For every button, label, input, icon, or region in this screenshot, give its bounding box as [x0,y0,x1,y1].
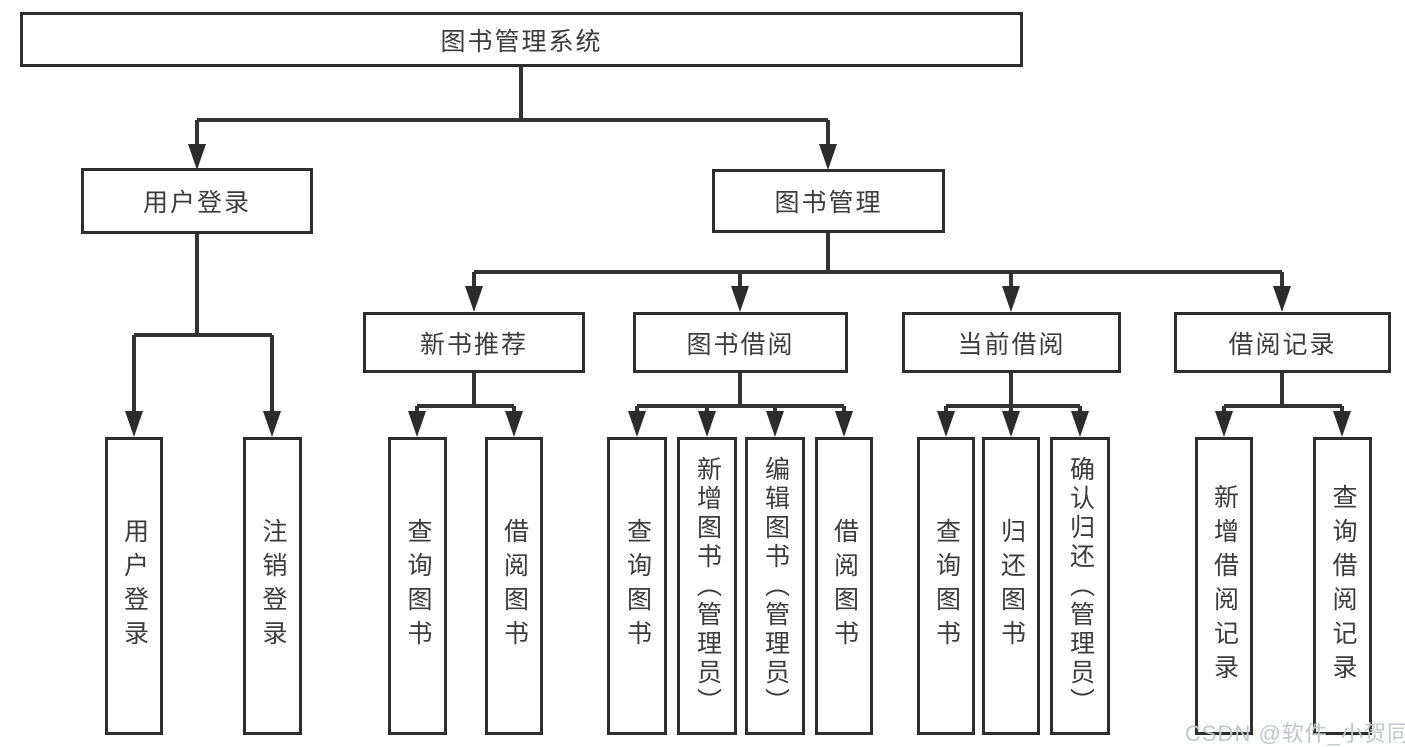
node-borrowing-records: 借阅记录 [1174,312,1391,373]
node-book-management: 图书管理 [712,169,945,233]
leaf-label: 新增借阅记录 [1210,484,1239,688]
leaf-user-login: 用户登录 [105,437,163,735]
leaf-return-book: 归还图书 [982,437,1040,735]
node-label: 当前借阅 [957,330,1066,359]
leaf-label: 用户登录 [120,518,149,654]
node-label: 图书管理系统 [440,27,603,56]
leaf-label: 确认归还（管理员） [1066,455,1095,717]
leaf-label: 借阅图书 [500,518,529,654]
leaf-label: 编辑图书（管理员） [761,455,790,717]
leaf-label: 查询借阅记录 [1329,484,1357,688]
node-book-borrowing: 图书借阅 [633,312,848,373]
leaf-label: 归还图书 [997,518,1026,654]
node-book-management-system: 图书管理系统 [20,12,1023,67]
node-new-book-recommend: 新书推荐 [363,312,585,373]
node-label: 用户登录 [142,189,251,217]
arrowheads [125,144,1351,437]
node-label: 图书管理 [774,189,883,217]
leaf-label: 新增图书（管理员） [693,455,722,717]
leaf-confirm-return-admin: 确认归还（管理员） [1050,437,1110,735]
leaf-label: 注销登录 [259,518,287,654]
leaf-query-books-current: 查询图书 [917,437,975,735]
leaf-add-borrow-record: 新增借阅记录 [1195,437,1253,735]
leaf-query-books-borrowing: 查询图书 [607,437,667,735]
leaf-query-borrow-record: 查询借阅记录 [1313,437,1372,735]
node-label: 图书借阅 [686,330,795,359]
leaf-edit-book-admin: 编辑图书（管理员） [745,437,805,735]
leaf-borrow-books-borrowing: 借阅图书 [815,437,873,735]
leaf-label: 查询图书 [623,518,652,654]
leaf-label: 借阅图书 [830,518,859,654]
leaf-logout: 注销登录 [243,437,302,735]
node-label: 新书推荐 [419,330,528,359]
node-current-borrowing: 当前借阅 [902,312,1121,373]
leaf-query-books-recommend: 查询图书 [388,437,447,735]
leaf-label: 查询图书 [404,518,432,654]
node-user-login: 用户登录 [81,168,313,234]
leaf-borrow-books-recommend: 借阅图书 [485,437,543,735]
node-label: 借阅记录 [1228,330,1337,359]
watermark-csdn: CSDN @软件_小贺同学 [1185,721,1405,746]
leaf-add-book-admin: 新增图书（管理员） [677,437,737,735]
leaf-label: 查询图书 [932,518,961,654]
